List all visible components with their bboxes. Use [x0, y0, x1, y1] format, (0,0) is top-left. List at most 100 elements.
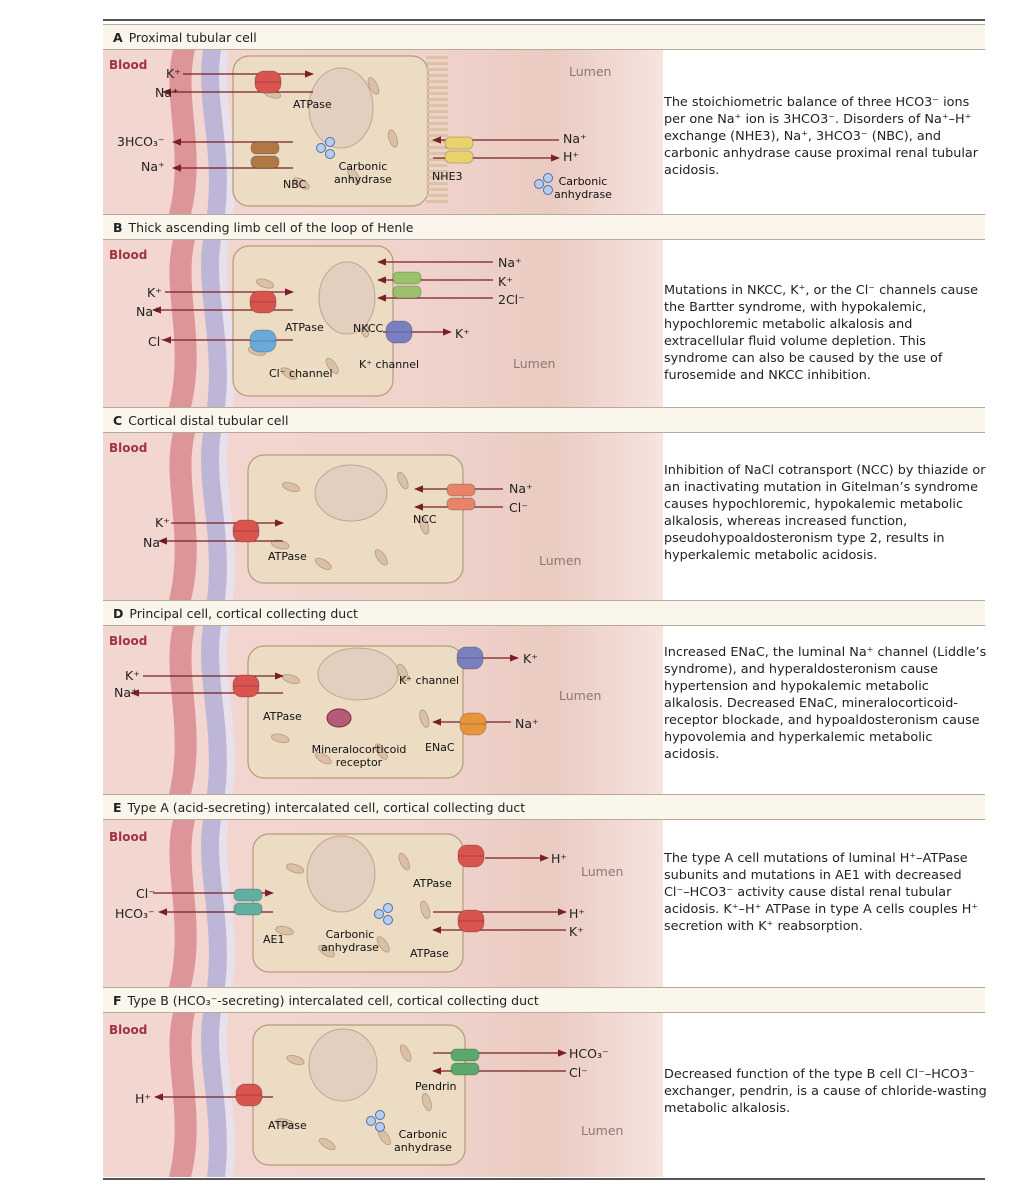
interstitium-layer	[219, 240, 235, 407]
interstitium-layer	[219, 1013, 235, 1177]
panel-a-illustration	[103, 50, 663, 214]
brush-border-microvillus	[426, 86, 448, 89]
nbc-cotransporter	[250, 155, 280, 169]
panel-f-body: Blood Lumen H⁺ HCO₃⁻ Cl⁻ ATPase Pendrin …	[103, 1013, 987, 1177]
nucleus	[308, 1028, 378, 1102]
panel-title: Type B (HCO₃⁻-secreting) intercalated ce…	[127, 993, 539, 1008]
blood-label: Blood	[109, 634, 148, 648]
capillary-wall	[169, 626, 197, 794]
nbc-cotransporter	[250, 141, 280, 155]
k-channel	[385, 320, 413, 344]
ion-h: H⁺	[551, 851, 567, 866]
panel-d-illustration	[103, 626, 663, 794]
panel-d-body: Blood Lumen K⁺ Na⁺ K⁺ Na⁺ ATPase K⁺ chan…	[103, 626, 986, 794]
capillary-wall	[169, 50, 197, 214]
basement-membrane	[201, 50, 227, 214]
lumen-label: Lumen	[569, 64, 612, 79]
brush-border-microvillus	[426, 80, 448, 83]
mineralocorticoid-receptor-label: Mineralocorticoid receptor	[311, 743, 407, 769]
mitochondrion	[275, 1118, 295, 1128]
nhe3-exchanger	[444, 136, 474, 150]
ncc-cotransporter	[446, 497, 476, 511]
mitochondrion	[292, 177, 310, 190]
mitochondrion	[376, 936, 390, 953]
mitochondrion	[314, 557, 332, 570]
mitochondrion	[420, 900, 431, 919]
mineralocorticoid-receptor	[326, 708, 352, 728]
nkcc-label: NKCC	[353, 322, 384, 335]
mitochondrion	[419, 516, 430, 535]
panel-title: Principal cell, cortical collecting duct	[129, 606, 358, 621]
mitochondrion	[421, 1092, 432, 1112]
ncc-cotransporter	[446, 483, 476, 497]
panel-description: Increased ENaC, the luminal Na⁺ channel …	[664, 645, 987, 762]
lumen-label: Lumen	[539, 553, 582, 568]
brush-border-microvillus	[426, 152, 448, 155]
brush-border-microvillus	[426, 104, 448, 107]
panel-title: Type A (acid-secreting) intercalated cel…	[127, 800, 526, 815]
ion-cl: Cl⁻	[148, 334, 167, 349]
atpase-label: ATPase	[410, 947, 449, 960]
blood-label: Blood	[109, 58, 148, 72]
ae1-exchanger	[233, 888, 263, 902]
brush-border-microvillus	[426, 122, 448, 125]
atpase-label: ATPase	[285, 321, 324, 334]
k-channel-label: K⁺ channel	[399, 674, 460, 687]
panel-title: Proximal tubular cell	[128, 30, 257, 45]
mitochondrion	[255, 278, 275, 289]
atpase-pump	[457, 844, 485, 868]
carbonic-anhydrase-icon	[534, 179, 544, 189]
brush-border-microvillus	[426, 200, 448, 203]
carbonic-anhydrase-label: Carbonic anhydrase	[334, 160, 392, 186]
nhe3-label: NHE3	[432, 170, 463, 183]
ion-h: H⁺	[563, 149, 579, 164]
mitochondrion	[398, 852, 410, 871]
brush-border-microvillus	[426, 92, 448, 95]
ion-cl: Cl⁻	[136, 886, 155, 901]
ion-na: Na⁺	[141, 159, 165, 174]
capillary-wall	[169, 820, 197, 987]
brush-border-microvillus	[426, 128, 448, 131]
mitochondrion	[286, 1054, 305, 1066]
carbonic-anhydrase-icon	[383, 903, 393, 913]
ion-k: K⁺	[155, 515, 170, 530]
brush-border-microvillus	[426, 164, 448, 167]
brush-border-microvillus	[426, 194, 448, 197]
panel-description: Decreased function of the type B cell Cl…	[664, 1067, 987, 1116]
panel-f-illustration	[103, 1013, 663, 1177]
ion-hco3: HCO₃⁻	[115, 906, 155, 921]
mitochondrion	[285, 863, 305, 874]
interstitium-layer	[219, 433, 235, 600]
lumen-label: Lumen	[559, 688, 602, 703]
basement-membrane	[201, 820, 227, 987]
enac-channel	[459, 712, 487, 736]
panel-b-illustration	[103, 240, 663, 407]
mitochondrion	[367, 77, 380, 95]
panel-letter: F	[113, 993, 122, 1008]
carbonic-anhydrase-label: Carbonic anhydrase	[321, 928, 379, 954]
atpase-label: ATPase	[263, 710, 302, 723]
mitochondrion	[275, 925, 294, 936]
brush-border-microvillus	[426, 62, 448, 65]
atpase-pump	[232, 519, 260, 543]
capillary-wall	[169, 240, 197, 407]
k-channel-label: K⁺ channel	[359, 358, 420, 371]
mitochondrion	[318, 1137, 336, 1151]
brush-border-microvillus	[426, 170, 448, 173]
ion-cl: Cl⁻	[569, 1065, 588, 1080]
brush-border-microvillus	[426, 116, 448, 119]
ion-na: Na⁺	[509, 481, 533, 496]
blood-label: Blood	[109, 830, 148, 844]
ion-2cl: 2Cl⁻	[498, 292, 525, 307]
lumen-label: Lumen	[581, 1123, 624, 1138]
panel-f: F Type B (HCO₃⁻-secreting) intercalated c…	[103, 987, 987, 1177]
nbc-label: NBC	[283, 178, 307, 191]
carbonic-anhydrase-icon	[543, 173, 553, 183]
mitochondrion	[325, 357, 339, 375]
ion-na: Na⁺	[515, 716, 539, 731]
brush-border-microvillus	[426, 98, 448, 101]
